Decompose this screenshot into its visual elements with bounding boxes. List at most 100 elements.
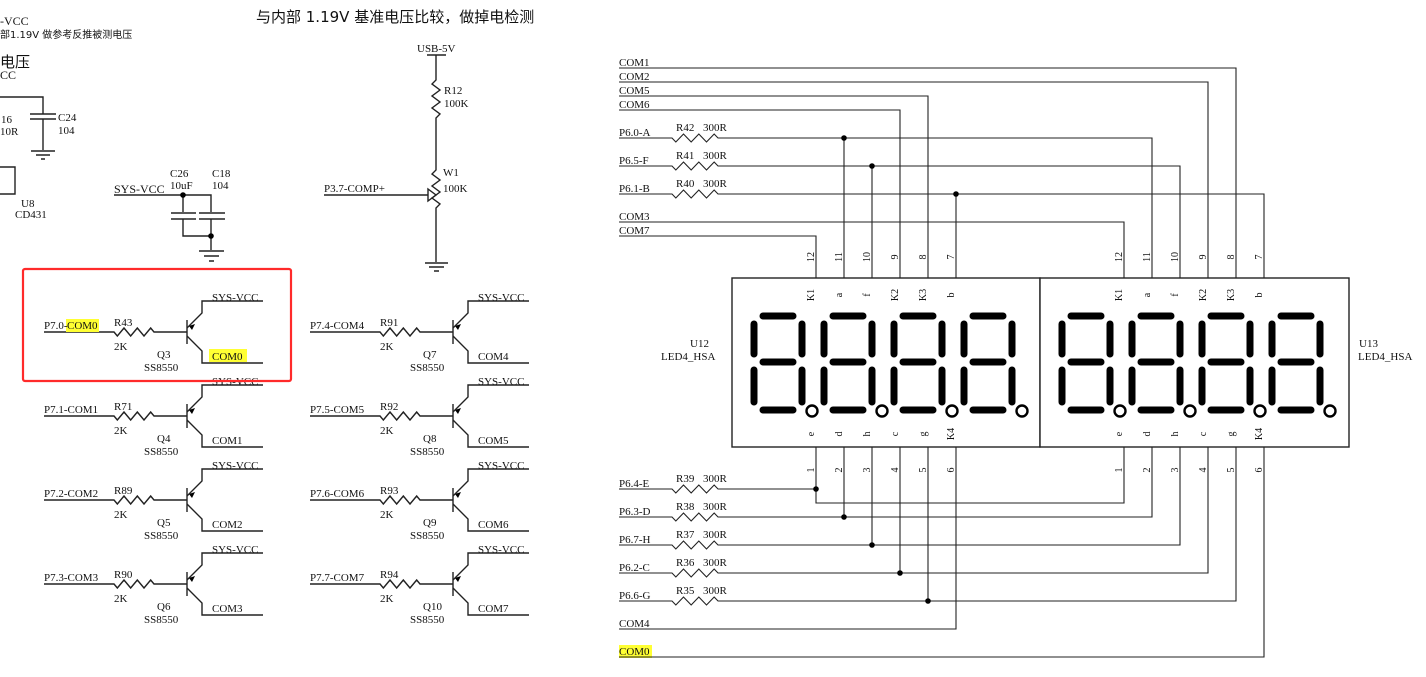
annotation-cc: CC (0, 68, 16, 82)
collector-net-label: COM5 (478, 435, 509, 447)
transistor-part: SS8550 (144, 362, 179, 374)
resistor-value: 300R (703, 122, 728, 134)
emitter-arrow-icon (455, 324, 461, 330)
net-wire (619, 221, 1125, 278)
net-label: COM4 (619, 618, 650, 630)
emitter-arrow-icon (189, 324, 195, 330)
pin-number: 3 (1170, 468, 1181, 473)
decimal-point (805, 404, 819, 418)
vcc-net-label: SYS-VCC (212, 544, 258, 556)
net-wire-branch (815, 447, 1125, 504)
pin-number: 4 (890, 468, 901, 473)
pin-name: h (1170, 432, 1181, 437)
driver-input-net: P7.7-COM7 (310, 572, 365, 584)
net-label: P6.3-D (619, 506, 651, 518)
resistor-ref: R35 (676, 585, 695, 597)
resistor-ref: R91 (380, 317, 398, 329)
resistor-ref: R94 (380, 569, 399, 581)
net-com7[interactable]: COM7 (619, 225, 817, 278)
net-label: P6.2-C (619, 562, 650, 574)
power-section-fragment: -VCC 部1.19V 做参考反推被测电压 电压 CC 16 10R C24 1… (0, 14, 231, 262)
pin-name: K3 (918, 289, 929, 301)
pin-number: 9 (890, 255, 901, 260)
collector-net-label: COM7 (478, 603, 509, 615)
resistor-value: 2K (380, 593, 394, 605)
net-label: COM7 (619, 225, 650, 237)
pin-number: 12 (1114, 252, 1125, 262)
junction-dot (208, 233, 214, 239)
driver-input-net: P7.5-COM5 (310, 404, 365, 416)
selection-highlight-box[interactable] (21, 267, 293, 383)
junction-dot (925, 598, 931, 604)
r12-value: 100K (444, 98, 469, 110)
pin-number: 1 (806, 468, 817, 473)
u8-value: CD431 (15, 209, 47, 221)
display-part: LED4_HSA (1358, 351, 1412, 363)
pin-name: e (806, 431, 817, 436)
transistor-part: SS8550 (144, 446, 179, 458)
pin-number: 11 (1142, 252, 1153, 262)
pin-number: 2 (834, 468, 845, 473)
net-com0[interactable]: COM0 (619, 447, 1265, 658)
net-label: COM0 (619, 646, 650, 658)
seven-segment-digit (1198, 312, 1267, 418)
net-com4[interactable]: COM4 (619, 447, 957, 630)
pin-name: d (834, 432, 845, 437)
net-com3[interactable]: COM3 (619, 211, 1125, 278)
net-wire (619, 447, 1209, 578)
resistor-value: 300R (703, 150, 728, 162)
pin-name: K1 (1114, 289, 1125, 301)
net-wire (619, 81, 1209, 278)
seven-segment-digit (960, 312, 1029, 418)
net-com1[interactable]: COM1 (619, 57, 1237, 278)
driver-input-net: P7.0- (44, 320, 68, 332)
emitter-lead (186, 300, 263, 329)
pin-name: b (1254, 293, 1265, 298)
net-com5[interactable]: COM5 (619, 85, 929, 278)
pin-number: 12 (806, 252, 817, 262)
resistor-ref: R42 (676, 122, 694, 134)
net-label: COM5 (619, 85, 650, 97)
net-wire (619, 447, 1153, 522)
base-resistor-symbol (44, 494, 187, 506)
net-wire (619, 447, 1181, 550)
led-display-u13[interactable]: U13LED4_HSA12K111a10f9K28K37b1e2d3h4c5g6… (1039, 252, 1412, 473)
emitter-arrow-icon (189, 492, 195, 498)
c24-value: 104 (58, 125, 75, 137)
net-label: P6.7-H (619, 534, 651, 546)
net-com2[interactable]: COM2 (619, 71, 1209, 278)
w1-value: 100K (443, 183, 468, 195)
net-com6[interactable]: COM6 (619, 99, 901, 278)
resistor-value: 2K (114, 593, 128, 605)
resistor-value: 300R (703, 557, 728, 569)
pin-number: 10 (1170, 252, 1181, 262)
seven-segment-digit (1128, 312, 1197, 418)
transistor-ref: Q9 (423, 517, 437, 529)
collector-lead (452, 587, 529, 616)
pin-name: K2 (890, 289, 901, 301)
resistor-ref: R92 (380, 401, 398, 413)
emitter-arrow-icon (455, 492, 461, 498)
base-resistor-symbol (310, 326, 453, 338)
emitter-lead (452, 300, 529, 329)
led-display-u12[interactable]: U12LED4_HSA12K111a10f9K28K37b1e2d3h4c5g6… (661, 252, 1041, 473)
transistor-part: SS8550 (144, 530, 179, 542)
r12-ref: R12 (444, 85, 462, 97)
